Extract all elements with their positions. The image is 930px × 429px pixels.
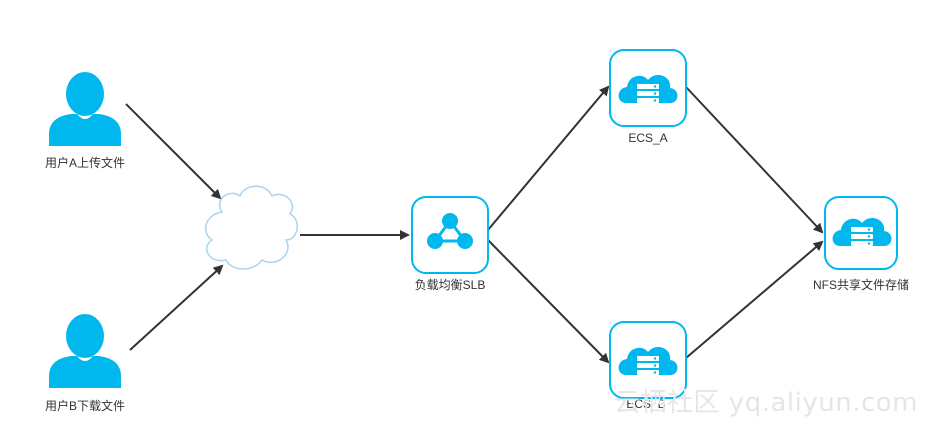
slb-label: 负载均衡SLB (414, 278, 486, 292)
nfs-node (824, 196, 898, 270)
user-a-label: 用户A上传文件 (44, 156, 126, 170)
slb-node (411, 196, 489, 274)
edge-slb-to-ecs-a (487, 85, 610, 231)
user-a-node (49, 72, 121, 146)
ecs-a-node (609, 49, 687, 127)
edge-user-b-to-internet (129, 264, 224, 351)
user-icon (49, 314, 121, 388)
nfs-label: NFS共享文件存储 (812, 278, 910, 292)
edge-ecs-b-to-nfs (685, 240, 824, 359)
connections (125, 85, 824, 364)
watermark: 云栖社区 yq.aliyun.com (614, 388, 918, 418)
edge-slb-to-ecs-b (487, 239, 610, 364)
ecs-b-node (609, 321, 687, 399)
edge-user-a-to-internet (125, 103, 222, 200)
user-b-label: 用户B下载文件 (44, 399, 126, 413)
ecs-a-label: ECS_A (628, 131, 668, 145)
load-balancer-icon (427, 213, 473, 249)
user-b-node (49, 314, 121, 388)
ecs-b-label: ECS_B (626, 397, 666, 411)
cloud-icon (204, 185, 298, 270)
storage-cloud-icon (832, 217, 892, 246)
server-cloud-icon (618, 346, 678, 375)
user-icon (49, 72, 121, 146)
server-cloud-icon (618, 74, 678, 103)
edge-ecs-a-to-nfs (685, 86, 824, 234)
internet-node (204, 185, 298, 270)
